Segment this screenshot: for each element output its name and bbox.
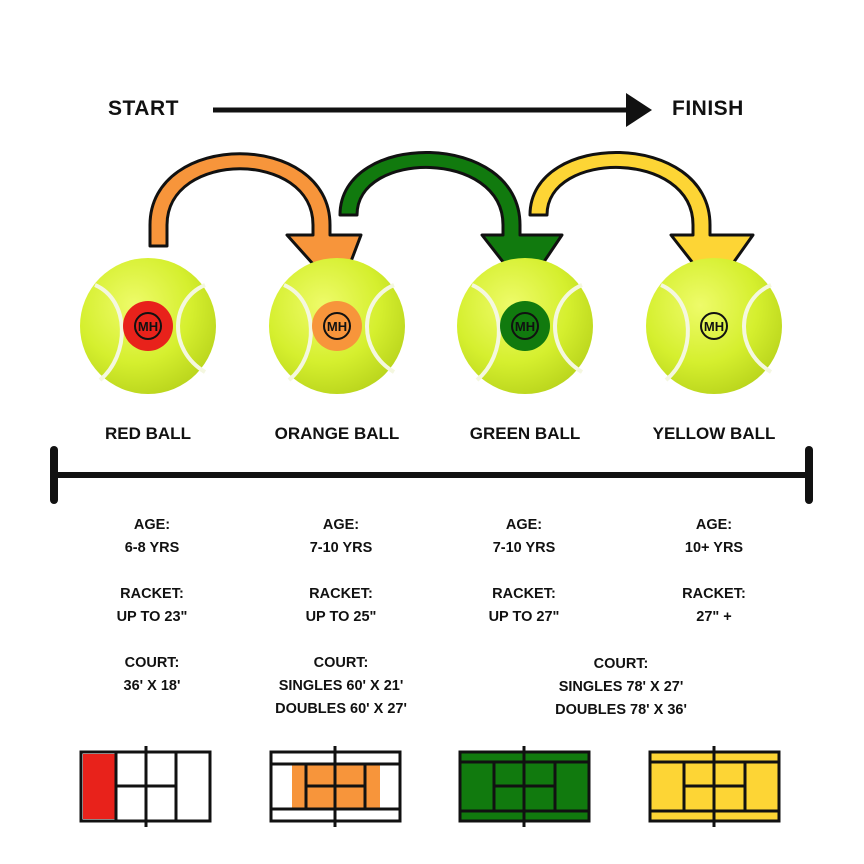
court-diagram-red — [79, 746, 212, 827]
racket-label: RACKET: — [682, 586, 746, 602]
court-doubles: DOUBLES 78' X 36' — [555, 702, 687, 718]
tennis-ball-red — [80, 258, 216, 394]
scale-bar — [50, 446, 813, 504]
court-label: COURT: — [313, 655, 369, 671]
racket-label: RACKET: — [120, 586, 184, 602]
racket-label: RACKET: — [309, 586, 373, 602]
mh-logo-yellow: MH — [700, 312, 728, 340]
mh-logo-orange: MH — [323, 312, 351, 340]
finish-label: FINISH — [672, 97, 744, 120]
racket-value: 27" + — [696, 609, 732, 625]
court-diagram-green — [458, 746, 591, 827]
svg-text:MH: MH — [138, 319, 158, 334]
start-finish-arrow — [213, 93, 652, 127]
mh-logo-green: MH — [511, 312, 539, 340]
age-label: AGE: — [322, 517, 360, 533]
ball-name-orange: ORANGE BALL — [274, 424, 400, 443]
racket-value: UP TO 25" — [305, 609, 377, 625]
start-label: START — [108, 97, 179, 120]
age-value: 7-10 YRS — [309, 540, 373, 556]
age-label: AGE: — [505, 517, 543, 533]
spec-court-green-yellow: COURT: SINGLES 78' X 27' DOUBLES 78' X 3… — [521, 653, 721, 722]
tennis-ball-orange — [269, 258, 405, 394]
court-diagram-orange — [269, 746, 402, 827]
spec-green: AGE: 7-10 YRS RACKET: UP TO 27" — [424, 514, 624, 629]
age-label: AGE: — [133, 517, 171, 533]
tennis-ball-yellow — [646, 258, 782, 394]
svg-text:MH: MH — [515, 319, 535, 334]
court-singles: SINGLES 78' X 27' — [558, 679, 684, 695]
court-diagram-yellow — [648, 746, 781, 827]
racket-label: RACKET: — [492, 586, 556, 602]
age-value: 7-10 YRS — [492, 540, 556, 556]
age-value: 6-8 YRS — [124, 540, 180, 556]
svg-text:MH: MH — [327, 319, 347, 334]
tennis-ball-green — [457, 258, 593, 394]
ball-name-yellow: YELLOW BALL — [652, 424, 776, 443]
ball-name-red: RED BALL — [105, 424, 191, 443]
age-value: 10+ YRS — [684, 540, 744, 556]
age-label: AGE: — [695, 517, 733, 533]
spec-yellow: AGE: 10+ YRS RACKET: 27" + — [614, 514, 814, 629]
court-doubles: DOUBLES 60' X 27' — [275, 701, 407, 717]
court-label: COURT: — [593, 656, 649, 672]
svg-text:MH: MH — [704, 319, 724, 334]
racket-value: UP TO 27" — [488, 609, 560, 625]
ball-name-green: GREEN BALL — [469, 424, 581, 443]
spec-red: AGE: 6-8 YRS RACKET: UP TO 23" COURT: 36… — [52, 514, 252, 698]
court-singles: SINGLES 60' X 21' — [278, 678, 404, 694]
spec-orange: AGE: 7-10 YRS RACKET: UP TO 25" COURT: S… — [241, 514, 441, 721]
court-dimensions: 36' X 18' — [123, 678, 181, 694]
racket-value: UP TO 23" — [116, 609, 188, 625]
mh-logo-red: MH — [134, 312, 162, 340]
court-label: COURT: — [124, 655, 180, 671]
